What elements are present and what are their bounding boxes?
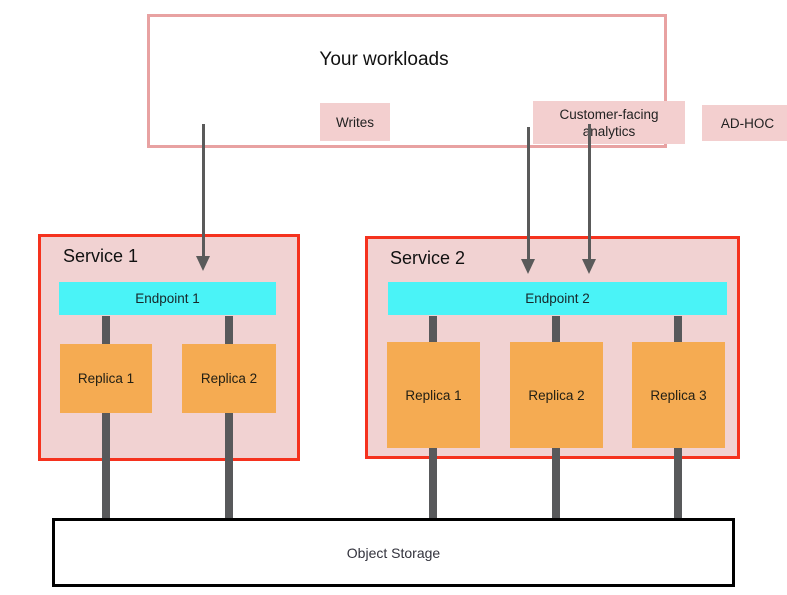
object-storage-box: Object Storage (52, 518, 735, 587)
service-1-replica-1: Replica 1 (60, 344, 152, 413)
arrow-adhoc-to-endpoint2-head (582, 259, 596, 274)
arrow-writes-to-endpoint1-shaft (202, 124, 205, 258)
service-2-endpoint: Endpoint 2 (388, 282, 727, 315)
connector-service1-replica1-to-storage (102, 316, 110, 518)
service-1-replica-2-label: Replica 2 (200, 371, 258, 386)
service-2-title: Service 2 (390, 248, 466, 268)
service-1-box: Service 1 Endpoint 1 Replica 1 Replica 2 (38, 234, 300, 461)
service-1-endpoint-label: Endpoint 1 (135, 291, 200, 306)
workloads-box: Your workloads Writes Customer-facing an… (147, 14, 787, 148)
service-1-replica-1-label: Replica 1 (77, 371, 135, 386)
service-1-title: Service 1 (63, 246, 139, 266)
service-2-replica-1: Replica 1 (387, 342, 480, 448)
arrow-analytics-to-endpoint2-head (521, 259, 535, 274)
workload-item-adhoc-label: AD-HOC (720, 115, 775, 131)
workload-item-writes: Writes (320, 103, 390, 141)
workloads-title: Your workloads (319, 49, 449, 70)
connector-service1-replica2-to-storage (225, 316, 233, 518)
arrow-writes-to-endpoint1-head (196, 256, 210, 271)
service-1-endpoint: Endpoint 1 (59, 282, 276, 315)
arrow-adhoc-to-endpoint2-shaft (588, 124, 591, 261)
service-1-replica-2: Replica 2 (182, 344, 276, 413)
service-2-replica-3-label: Replica 3 (650, 387, 707, 403)
service-2-replica-3: Replica 3 (632, 342, 725, 448)
workload-item-customer-facing-analytics-label: Customer-facing analytics (559, 106, 659, 139)
workload-item-adhoc: AD-HOC (702, 105, 787, 141)
service-2-replica-2: Replica 2 (510, 342, 603, 448)
service-2-endpoint-label: Endpoint 2 (525, 291, 590, 306)
workload-item-customer-facing-analytics: Customer-facing analytics (533, 101, 685, 144)
object-storage-label: Object Storage (346, 544, 441, 561)
service-2-replica-2-label: Replica 2 (528, 387, 585, 403)
workload-item-writes-label: Writes (335, 114, 374, 130)
service-2-box: Service 2 Endpoint 2 Replica 1 Replica 2… (365, 236, 740, 459)
service-2-replica-1-label: Replica 1 (405, 387, 462, 403)
arrow-analytics-to-endpoint2-shaft (527, 127, 530, 261)
